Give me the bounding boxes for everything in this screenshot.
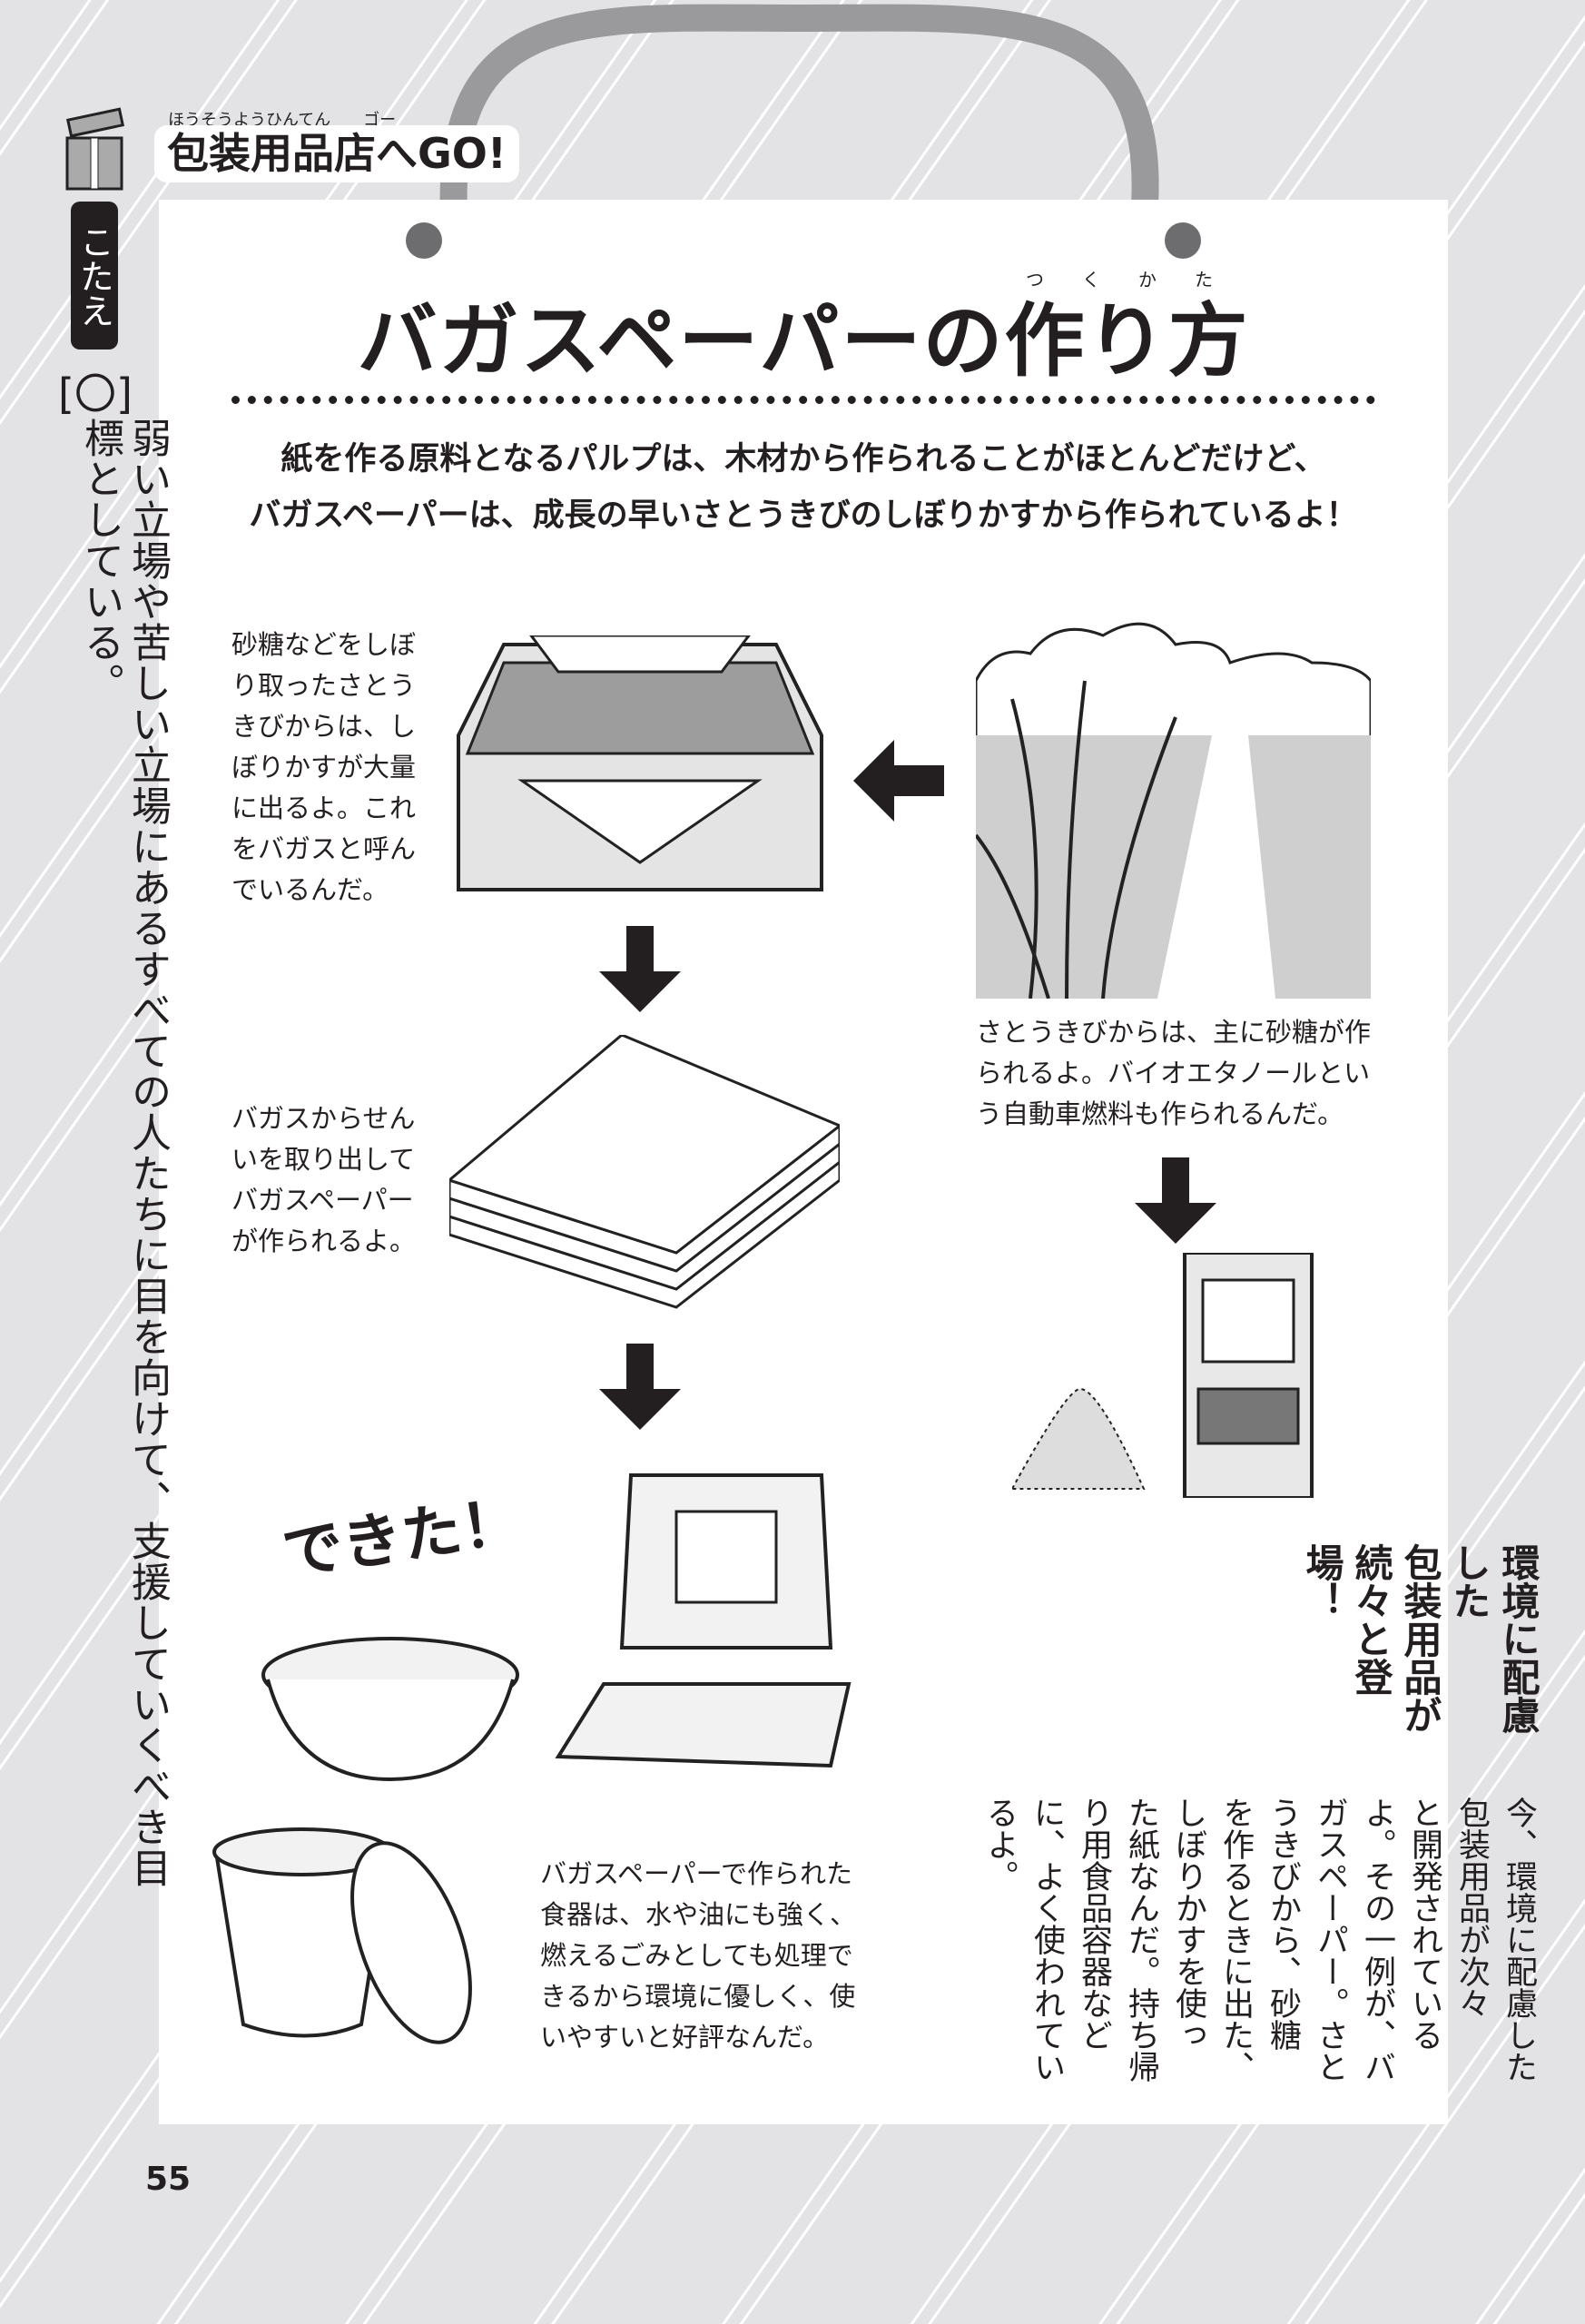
caption-products: バガスペーパーで作られた食器は、水や油にも強く、燃えるごみとしても処理できるから…	[540, 1858, 857, 2053]
answer-mark: [〇]	[58, 369, 133, 419]
page-number: 55	[145, 2161, 192, 2198]
intro-line: 紙を作る原料となるパルプは、木材から作られることがほとんどだけど、	[281, 441, 1326, 478]
cup-and-lid-illustration	[212, 1827, 472, 2044]
answer-text: 弱い立場や苦しい立場にあるすべての人たちに目を向けて、支援していくべき目標として…	[77, 418, 171, 1888]
sugarcane-field-illustration	[976, 622, 1371, 999]
bowl-illustration	[261, 1637, 519, 1782]
column-heading: 環境に配慮した包装用品が続々と登場！	[1300, 1543, 1541, 1734]
hanging-handle	[439, 4, 1159, 220]
gift-box-icon	[65, 107, 125, 191]
arrow-left-icon	[853, 740, 944, 822]
sugar-and-fuel-pump-illustration	[1012, 1253, 1314, 1498]
answer-badge: こたえ	[71, 202, 118, 350]
title-ruby: つくかた	[1026, 269, 1251, 290]
bagasse-tray-illustration	[457, 635, 823, 891]
handle-holes	[406, 222, 1201, 259]
column-body: 今、環境に配慮した包装用品が次々と開発されているよ。その一例が、バガスペーパー。…	[981, 1797, 1537, 2083]
arrow-down-icon	[599, 926, 681, 1012]
dotted-divider	[231, 396, 1375, 404]
caption-sugarcane: さとうきびからは、主に砂糖が作られるよ。バイオエタノールという自動車燃料も作られ…	[976, 1017, 1372, 1129]
caption-paper: バガスからせんいを取り出してバガスペーパーが作られるよ。	[231, 1103, 417, 1256]
caption-bagasse: 砂糖などをしぼり取ったさとうきびからは、しぼりかすが大量に出るよ。これをバガスと…	[231, 629, 417, 905]
eco-packaging-column: 環境に配慮した包装用品が続々と登場！ 今、環境に配慮した包装用品が次々と開発され…	[976, 1543, 1542, 2088]
section-title: 包装用品店へGO!	[154, 125, 519, 182]
clamshell-container-illustration	[555, 1473, 852, 1768]
arrow-down-icon	[1135, 1157, 1216, 1244]
header-ruby: ほうそうようひんてん ゴー	[168, 111, 397, 130]
intro-text: 紙を作る原料となるパルプは、木材から作られることがほとんどだけど、 バガスペーパ…	[159, 431, 1448, 544]
page-title: バガスペーパーの作り方	[357, 294, 1250, 388]
intro-line: バガスペーパーは、成長の早いさとうきびのしぼりかすから作られているよ！	[249, 497, 1358, 534]
arrow-down-icon	[599, 1344, 681, 1430]
paper-stack-illustration	[449, 1035, 840, 1309]
